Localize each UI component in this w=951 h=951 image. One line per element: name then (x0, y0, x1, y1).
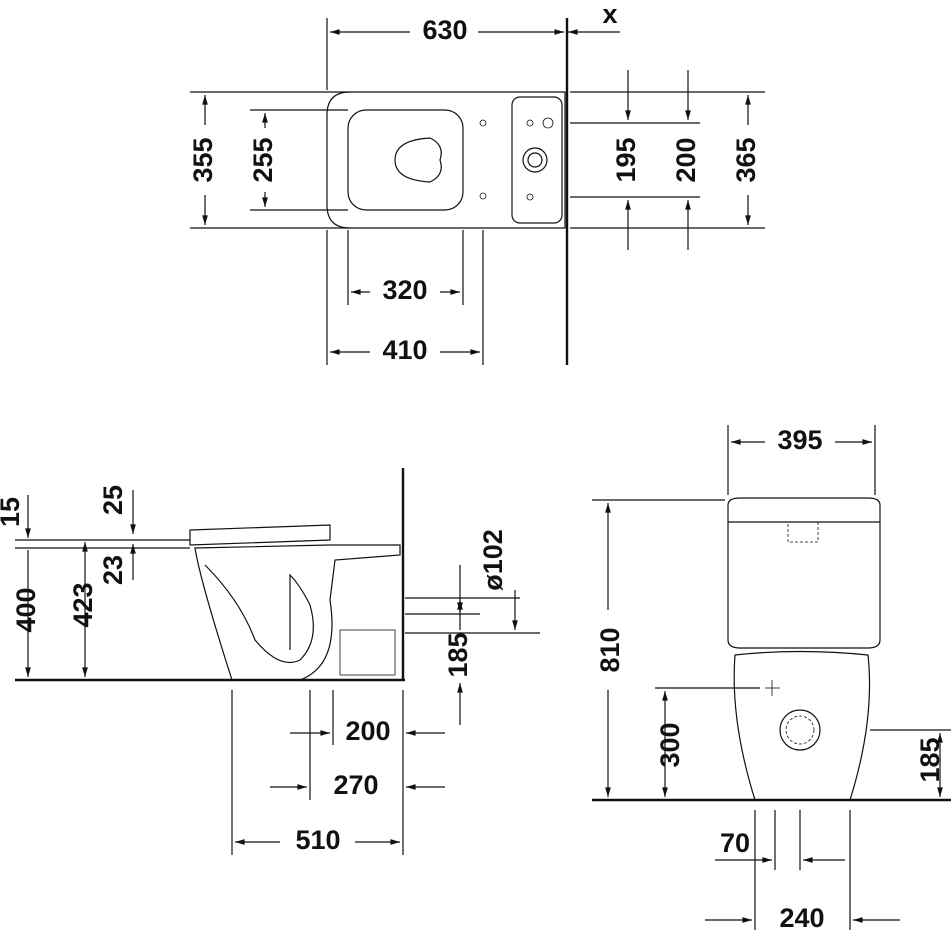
dim-label-255: 255 (248, 137, 278, 182)
side-view: 15 400 423 25 23 ø102 185 200 270 510 (0, 468, 540, 855)
dim-label-185: 185 (443, 632, 473, 677)
tank-outline (511, 96, 563, 224)
bowl-profile (194, 544, 401, 681)
dim-label-23: 23 (98, 555, 128, 585)
dim-label-70: 70 (720, 828, 750, 858)
dim-label-510: 510 (295, 825, 340, 855)
dim-label-400: 400 (11, 587, 41, 632)
dim-label-395: 395 (777, 425, 822, 455)
dim-label-300: 300 (655, 722, 685, 767)
tank-outline (727, 497, 881, 649)
bowl-opening (347, 109, 464, 211)
dim-label-810: 810 (595, 627, 625, 672)
bowl-outline (733, 650, 871, 801)
front-view: 395 810 300 185 70 240 (592, 425, 951, 933)
seat-lid (189, 524, 331, 546)
dim-label-410: 410 (382, 335, 427, 365)
dim-label-200-side: 200 (345, 716, 390, 746)
dim-label-355: 355 (188, 137, 218, 182)
dim-label-240: 240 (779, 903, 824, 933)
dim-label-diameter-102: ø102 (478, 529, 508, 591)
dim-label-630: 630 (422, 15, 467, 45)
dim-label-423: 423 (68, 582, 98, 627)
dim-label-15: 15 (0, 497, 25, 527)
dim-label-320: 320 (382, 275, 427, 305)
dim-label-270: 270 (333, 770, 378, 800)
dim-label-185-front: 185 (915, 737, 945, 782)
dim-label-25: 25 (98, 485, 128, 515)
seat-outline (326, 91, 566, 229)
dim-label-195: 195 (611, 137, 641, 182)
dim-label-200: 200 (671, 137, 701, 182)
dim-label-x: x (602, 0, 617, 29)
dim-label-365: 365 (731, 137, 761, 182)
top-view: 630 x 355 255 195 200 365 320 410 (188, 0, 765, 365)
